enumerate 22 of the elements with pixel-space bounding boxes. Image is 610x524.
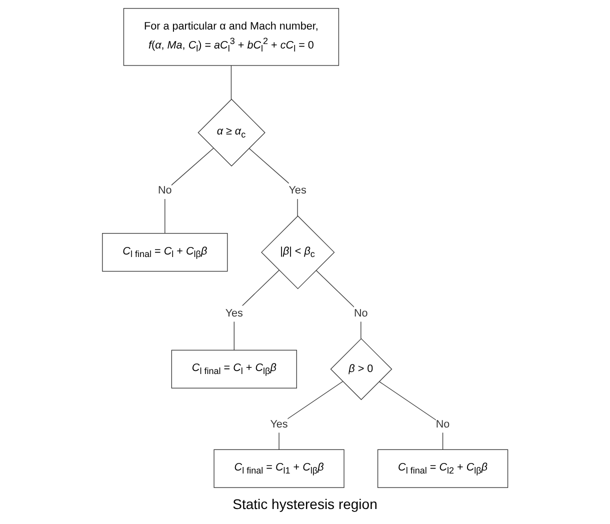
node-diamond: β > 0: [330, 338, 392, 400]
connector: [230, 65, 232, 100]
edge-label: Yes: [270, 418, 288, 430]
connector: [316, 270, 362, 339]
node-box: C$_{l final}$ = C$_{l2}$ + C$_{lβ}$β: [377, 449, 508, 488]
connector: [164, 148, 214, 234]
connector: [278, 381, 343, 450]
edge-label: Yes: [225, 308, 243, 320]
node-box: C$_{l final}$ = C$_{l1}$ + C$_{lβ}$β: [214, 449, 344, 488]
edge-label: Yes: [288, 184, 306, 196]
node-box: C$_{l final}$ = C$_{l}$ + C$_{lβ}$β: [171, 350, 297, 388]
edge-label: No: [354, 308, 368, 320]
connector: [378, 381, 444, 450]
node-diamond: |β| < β$_{c}$: [260, 215, 335, 290]
connector: [248, 148, 298, 216]
edge-label: No: [436, 418, 450, 430]
edge-label: No: [158, 184, 172, 196]
region-note: Static hysteresis region: [232, 496, 378, 512]
node-box: For a particular α and Mach number, f(α, Ma, C$_{l}$) = aC$_{l}$$^{3}$ + bC$_{l}$$^{2}$ + cC$_{l}$ = 0: [123, 8, 339, 66]
connector: [234, 270, 280, 351]
node-box: C$_{l final}$ = C$_{l}$ + C$_{lβ}$β: [102, 233, 228, 272]
node-diamond: α ≥ α$_{c}$: [198, 98, 266, 166]
